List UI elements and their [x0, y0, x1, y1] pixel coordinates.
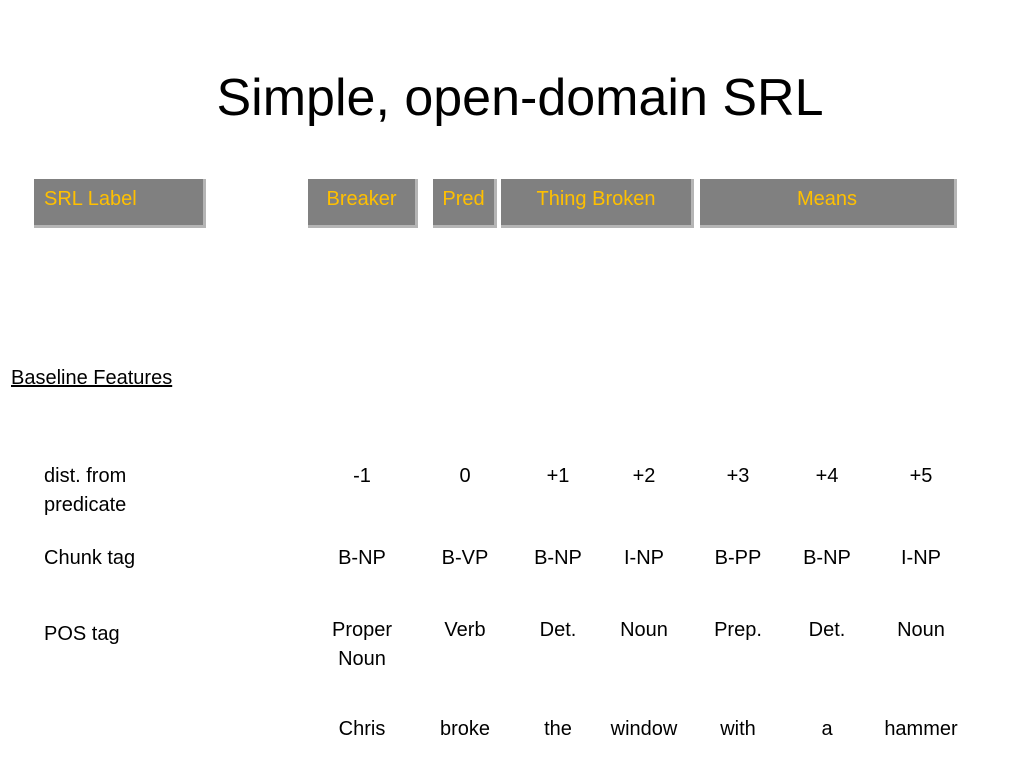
dist-row-label: dist. from predicate [44, 465, 127, 516]
sentence-word: broke [439, 718, 491, 740]
pos-value: Proper Noun [331, 619, 393, 670]
chunk-value: I-NP [624, 547, 664, 569]
label-pred: Pred [433, 179, 497, 228]
sentence-word: with [720, 718, 756, 740]
dist-value: +2 [632, 465, 656, 487]
dist-value: +1 [546, 465, 570, 487]
chunk-value: B-VP [441, 547, 489, 569]
pos-value: Prep. [714, 619, 762, 641]
dist-value: +3 [726, 465, 750, 487]
pos-value: Det. [808, 619, 846, 641]
pos-value: Det. [539, 619, 577, 641]
dist-value: 0 [459, 465, 471, 487]
dist-value: -1 [353, 465, 371, 487]
sentence-word: a [821, 718, 833, 740]
chunk-value: B-NP [534, 547, 582, 569]
chunk-value: B-NP [803, 547, 851, 569]
label-breaker: Breaker [308, 179, 418, 228]
chunk-row-label: Chunk tag [44, 547, 136, 569]
pos-value: Noun [620, 619, 668, 641]
label-thing-broken: Thing Broken [501, 179, 694, 228]
sentence-word: the [544, 718, 572, 740]
pos-value: Verb [444, 619, 486, 641]
sentence-word: Chris [338, 718, 386, 740]
dist-value: +5 [909, 465, 933, 487]
sentence-word: hammer [884, 718, 958, 740]
chunk-value: B-PP [714, 547, 762, 569]
srl-label-header: SRL Label [34, 179, 206, 228]
dist-value: +4 [815, 465, 839, 487]
pos-value: Noun [897, 619, 945, 641]
slide-title: Simple, open-domain SRL [216, 69, 824, 127]
baseline-features-heading: Baseline Features [11, 367, 173, 389]
pos-row-label: POS tag [44, 623, 120, 645]
chunk-value: I-NP [901, 547, 941, 569]
sentence-word: window [610, 718, 678, 740]
chunk-value: B-NP [338, 547, 386, 569]
label-means: Means [700, 179, 957, 228]
